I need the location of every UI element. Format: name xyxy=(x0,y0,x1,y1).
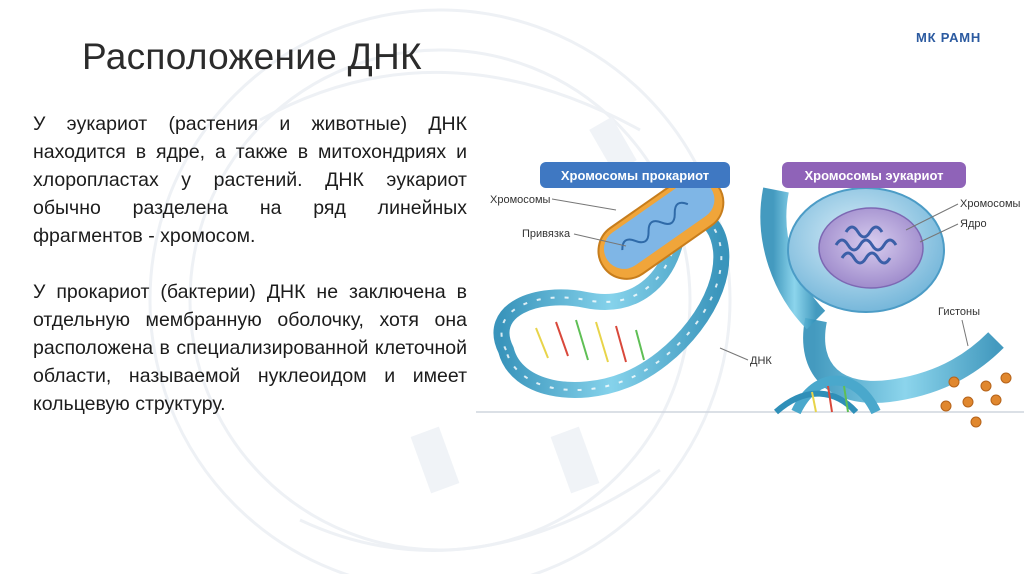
eukaryote-badge-label: Хромосомы эукариот xyxy=(805,168,944,183)
eukaryote-panel: Хромосомы эукариот Хромосомы Ядро Гистон… xyxy=(760,162,1021,428)
body-text: У эукариот (растения и животные) ДНК нах… xyxy=(33,110,467,418)
eukaryote-nucleus-label: Ядро xyxy=(960,218,987,230)
organization-label: МК РАМН xyxy=(916,30,982,45)
prokaryote-chromosomes-label: Хромосомы xyxy=(490,194,551,206)
eukaryote-chromatin-coil xyxy=(803,317,1004,403)
histone-cluster xyxy=(940,372,1012,428)
prokaryote-panel: Хромосомы прокариот Хромосомы Привязка xyxy=(490,162,730,398)
paragraph-prokaryote: У прокариот (бактерии) ДНК не заключена … xyxy=(33,281,467,415)
prokaryote-badge-label: Хромосомы прокариот xyxy=(561,168,709,183)
chromosome-illustration: Хромосомы прокариот Хромосомы Привязка Д… xyxy=(476,150,1024,450)
page-title: Расположение ДНК xyxy=(82,36,422,77)
dna-label: ДНК xyxy=(750,355,772,367)
eukaryote-nucleus xyxy=(818,207,924,289)
prokaryote-attachment-label: Привязка xyxy=(522,228,571,240)
bacterium-inner xyxy=(603,179,715,269)
eukaryote-histones-label: Гистоны xyxy=(938,306,980,318)
eukaryote-chromosomes-label: Хромосомы xyxy=(960,198,1021,210)
paragraph-eukaryote: У эукариот (растения и животные) ДНК нах… xyxy=(33,113,467,247)
eukaryote-badge xyxy=(782,162,966,188)
prokaryote-badge xyxy=(540,162,730,188)
